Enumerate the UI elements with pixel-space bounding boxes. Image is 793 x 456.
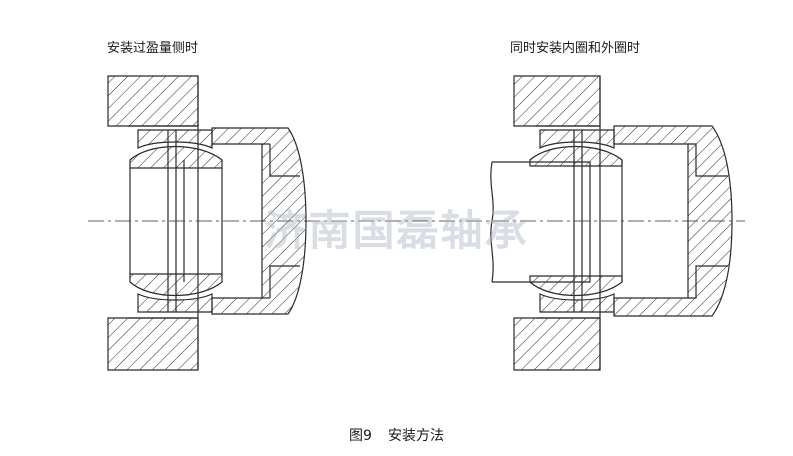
left-outer-ring-bottom (137, 293, 213, 313)
right-outer-ring-top (539, 129, 615, 149)
right-assembly (490, 75, 733, 371)
right-housing-top (513, 75, 601, 127)
left-outer-ring-top (137, 129, 213, 149)
right-housing-bottom (513, 317, 601, 371)
right-mounting-tool (613, 125, 733, 317)
right-inner-ring-top (529, 146, 623, 167)
figure-caption: 图9 安装方法 (0, 425, 793, 445)
left-housing-bottom (107, 317, 199, 371)
right-inner-ring-bottom (529, 275, 623, 296)
left-assembly (107, 75, 307, 371)
caption-text: 安装方法 (387, 428, 444, 444)
watermark: 济南国磊轴承 (264, 206, 529, 255)
right-diagram-label: 同时安装内圈和外圈时 (510, 41, 641, 56)
left-mounting-tool (211, 127, 307, 315)
caption-number: 图9 (349, 428, 372, 444)
left-housing-top (107, 75, 199, 127)
right-outer-ring-bottom (539, 293, 615, 313)
left-diagram-label: 安装过盈量侧时 (107, 41, 199, 56)
